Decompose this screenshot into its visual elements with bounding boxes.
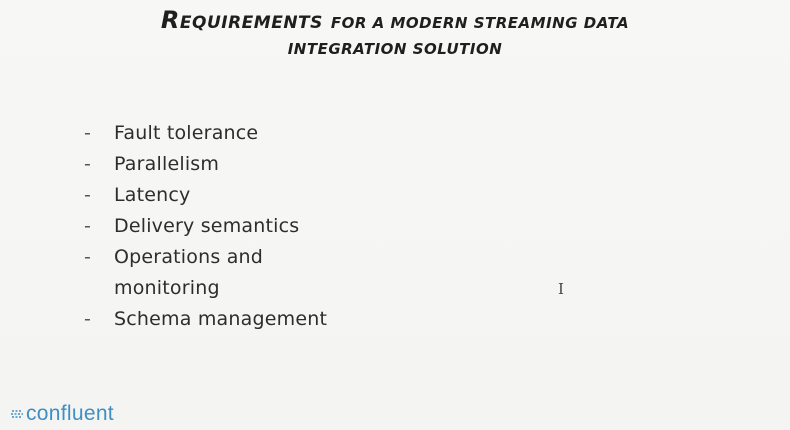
dash-bullet: - <box>84 153 92 175</box>
slide-title-line2: integration solution <box>287 40 503 58</box>
list-item: - Operations and monitoring <box>84 242 327 304</box>
title-main-word: Requirements <box>160 6 323 34</box>
text-cursor-icon: I <box>558 280 564 298</box>
list-item: - Latency <box>84 180 327 211</box>
dash-bullet: - <box>84 184 92 206</box>
list-item: - Schema management <box>84 304 327 335</box>
list-item: - Fault tolerance <box>84 118 327 149</box>
list-item-text: Schema management <box>114 308 328 330</box>
list-item-text: Fault tolerance <box>114 122 259 144</box>
requirements-list: - Fault tolerance - Parallelism - Latenc… <box>84 118 327 335</box>
list-item-text: Parallelism <box>114 153 220 175</box>
list-item-text: Operations and <box>114 246 264 268</box>
list-item: - Delivery semantics <box>84 211 327 242</box>
list-item-text: Latency <box>114 184 191 206</box>
list-item: - Parallelism <box>84 149 327 180</box>
confluent-logo: confluent <box>10 402 114 426</box>
dash-bullet: - <box>84 215 92 237</box>
title-rest: for a modern streaming data <box>330 14 630 32</box>
list-item-text: Delivery semantics <box>114 215 300 237</box>
slide-title: Requirements for a modern streaming data <box>0 6 790 34</box>
dash-bullet: - <box>84 122 92 144</box>
list-item-text-continued: monitoring <box>114 277 220 299</box>
logo-text: confluent <box>26 402 114 425</box>
dash-bullet: - <box>84 308 92 330</box>
dash-bullet: - <box>84 246 92 268</box>
confluent-logo-icon <box>11 410 23 418</box>
